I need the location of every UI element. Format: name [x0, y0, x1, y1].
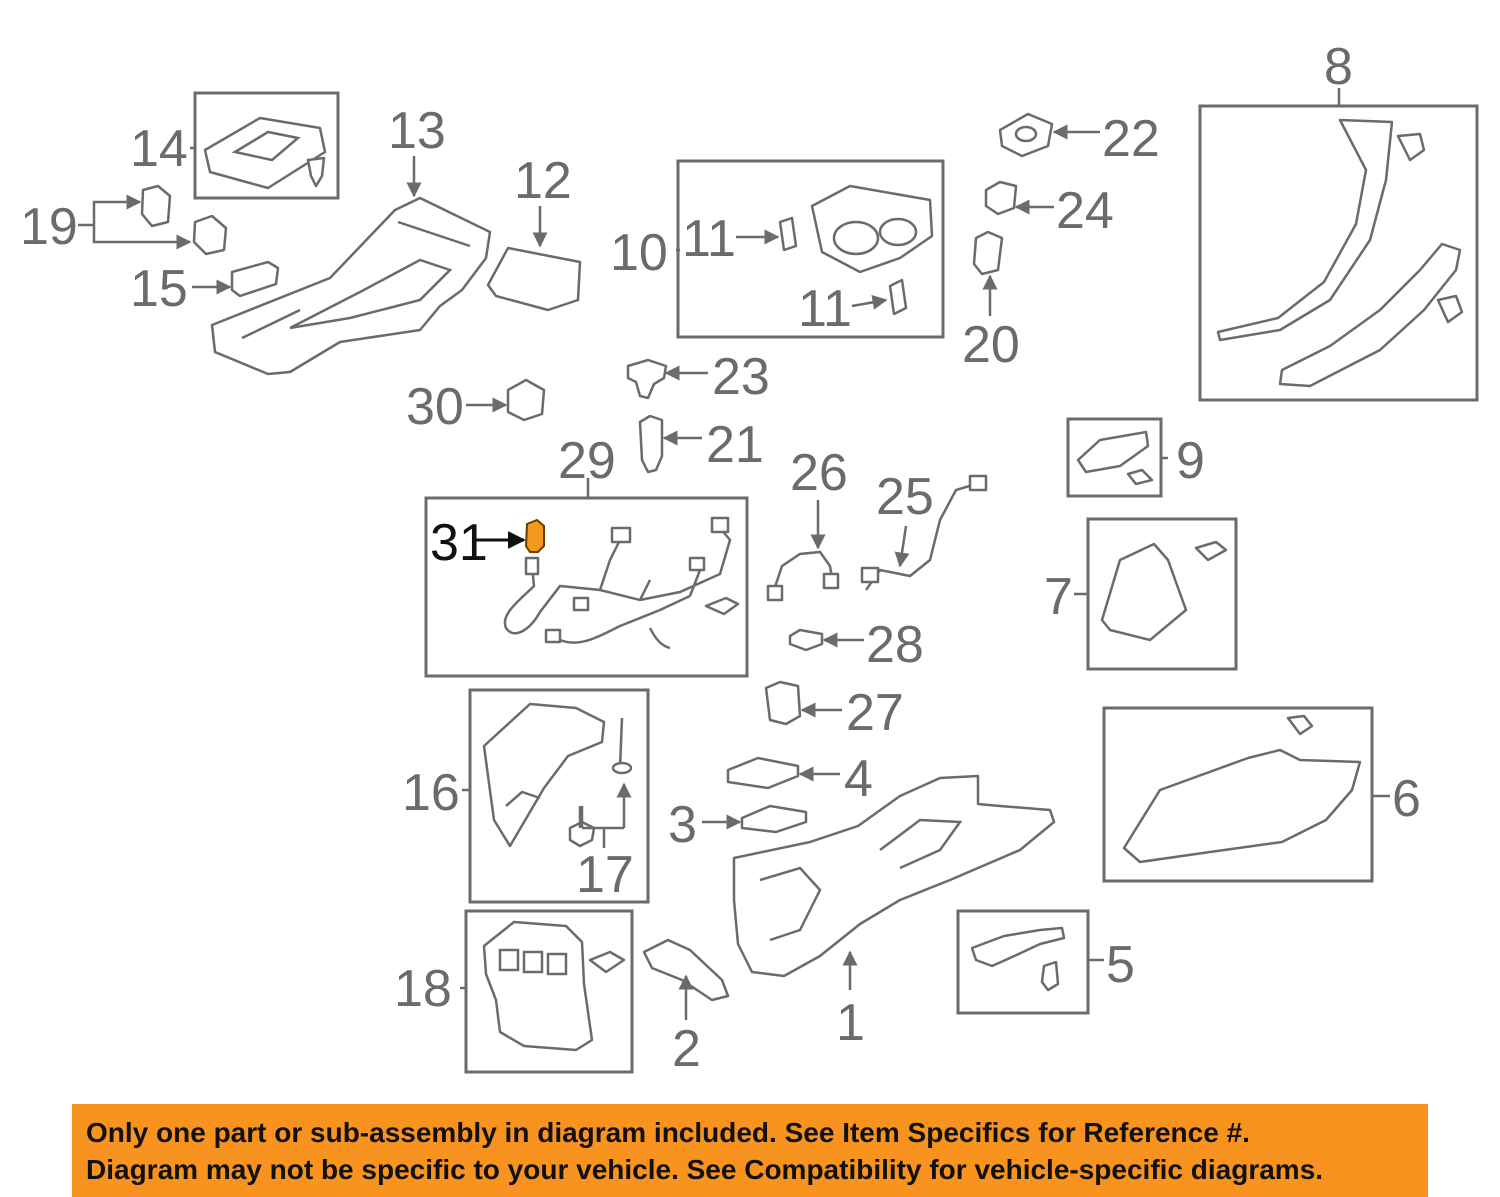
box-9	[1066, 417, 1163, 498]
disclaimer-banner: Only one part or sub-assembly in diagram…	[72, 1104, 1428, 1197]
callout-11-upper: 11	[682, 210, 736, 268]
part-13-console-frame	[210, 196, 492, 376]
box-5	[956, 909, 1090, 1015]
leader-lines	[78, 88, 1390, 1020]
callout-22: 22	[1102, 110, 1160, 168]
part-8-pillar-trims	[1216, 118, 1464, 388]
callout-1: 1	[836, 994, 865, 1052]
callout-9: 9	[1176, 432, 1205, 490]
callout-8: 8	[1324, 38, 1353, 96]
part-14-shift-panel	[203, 116, 327, 190]
box-14	[193, 91, 340, 200]
part-12-bracket	[486, 246, 582, 312]
part-18-rear-vent	[482, 920, 626, 1052]
part-9-switch	[1076, 430, 1150, 474]
part-10-cup-holder	[810, 184, 934, 274]
callout-25: 25	[876, 468, 934, 526]
part-27-box	[764, 680, 802, 726]
callout-3: 3	[668, 796, 697, 854]
part-7-side-panel	[1100, 540, 1228, 642]
callout-10: 10	[610, 224, 668, 282]
callout-27: 27	[846, 684, 904, 742]
box-16	[468, 688, 650, 904]
callout-29: 29	[558, 432, 616, 490]
callout-24: 24	[1056, 182, 1114, 240]
part-6-side-trim	[1122, 714, 1362, 864]
part-20-socket	[972, 230, 1004, 276]
part-11-pad-lower	[888, 278, 908, 316]
callout-18: 18	[394, 960, 452, 1018]
part-9-clip	[1126, 468, 1154, 486]
callout-11-lower: 11	[798, 280, 852, 338]
box-6	[1102, 706, 1374, 883]
part-4-pad	[726, 756, 800, 790]
callout-31: 31	[430, 514, 488, 572]
part-21-plug	[638, 414, 664, 474]
callout-15: 15	[130, 260, 188, 318]
part-11-pad-upper	[778, 216, 798, 252]
callout-13: 13	[388, 102, 446, 160]
part-29-harness	[503, 516, 740, 650]
box-29	[424, 496, 749, 678]
part-3-pad	[740, 804, 808, 834]
part-15-clip	[230, 260, 280, 298]
part-25-sub-harness	[860, 474, 988, 591]
callout-28: 28	[866, 616, 924, 674]
callout-17: 17	[576, 846, 634, 904]
callout-5: 5	[1106, 936, 1135, 994]
part-26-sub-harness	[766, 550, 840, 602]
part-23-clip	[626, 358, 668, 400]
part-30-clip	[506, 378, 546, 422]
callout-19: 19	[20, 198, 78, 256]
callout-30: 30	[406, 378, 464, 436]
part-31-bulb	[524, 518, 545, 553]
part-1-center-console	[732, 774, 1056, 978]
disclaimer-line-1: Only one part or sub-assembly in diagram…	[86, 1117, 1250, 1148]
part-16-vent	[482, 702, 606, 848]
part-2-duct	[642, 938, 730, 1002]
callout-23: 23	[712, 348, 770, 406]
callout-16: 16	[402, 764, 460, 822]
callout-6: 6	[1392, 770, 1421, 828]
callout-7: 7	[1044, 568, 1073, 626]
box-18	[464, 909, 634, 1074]
part-5-trim	[970, 926, 1066, 992]
callout-20: 20	[962, 316, 1020, 374]
part-19-switches	[140, 184, 228, 256]
callout-4: 4	[844, 750, 873, 808]
part-22-ring	[998, 112, 1054, 158]
callout-21: 21	[706, 416, 764, 474]
callout-12: 12	[514, 152, 572, 210]
disclaimer-line-2: Diagram may not be specific to your vehi…	[86, 1154, 1324, 1185]
callout-14: 14	[130, 120, 188, 178]
part-24-cap	[984, 180, 1018, 216]
callout-26: 26	[790, 444, 848, 502]
part-28-pad	[788, 628, 824, 652]
callout-labels: 1 2 3 4 5 6 7 8 9 10 11 11 12 13 14 15 1…	[20, 38, 1421, 1078]
callout-2: 2	[672, 1020, 701, 1078]
